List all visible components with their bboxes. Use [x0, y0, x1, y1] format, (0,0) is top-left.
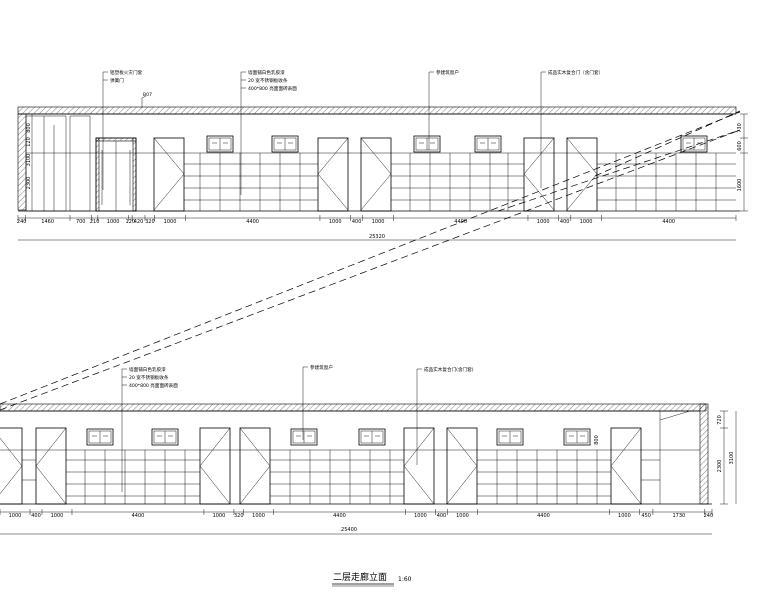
lower-door	[199, 427, 231, 505]
lower-dimension-label: 1000	[456, 513, 469, 519]
drawing-scale: 1:60	[398, 576, 412, 583]
lower-dimension-label: 4400	[132, 513, 145, 519]
lower-ceiling-slab	[0, 403, 707, 412]
lower-door	[0, 427, 23, 505]
upper-left-wall	[17, 113, 27, 211]
upper-label-fire-door: 铝塑板火灾门套	[110, 69, 143, 76]
lower-dimension-label: 320	[234, 513, 244, 519]
upper-elevation: 铝塑板火灾门套 弹簧门 墙面铺白色乳胶漆 20 宽不锈钢板收条 400*800 …	[17, 69, 748, 241]
lower-window	[563, 428, 591, 446]
upper-dimension-label: 1460	[41, 219, 54, 225]
lower-window	[86, 428, 114, 446]
upper-label-small: B07	[143, 92, 152, 98]
upper-tile-grid	[184, 153, 736, 211]
upper-dimension-label: 1000	[372, 219, 385, 225]
lower-right-wall	[699, 403, 709, 505]
upper-dimension-label: 400	[352, 219, 362, 225]
upper-door	[317, 137, 349, 212]
upper-dimension-label: 1000	[580, 219, 593, 225]
upper-vdim-left: 800	[26, 123, 32, 133]
lower-label-wall-2: 20 宽不锈钢板收条	[129, 374, 169, 381]
upper-vdim-left: 3100	[26, 154, 32, 167]
upper-ceiling-slab	[17, 106, 737, 115]
upper-dimension-label: 120	[126, 219, 136, 225]
upper-window	[206, 135, 234, 153]
upper-dimension-label: 210	[90, 219, 100, 225]
lower-dimension-label: 4400	[333, 513, 346, 519]
upper-vdim: 600	[737, 141, 743, 151]
lower-window	[496, 428, 524, 446]
upper-dimension-label: 1000	[107, 219, 120, 225]
upper-label-window: 参建筑窗户	[436, 69, 459, 76]
lower-dimension-label: 400	[437, 513, 447, 519]
upper-label-wall-1: 墙面铺白色乳胶漆	[248, 69, 285, 76]
lower-label-wall-1: 墙面铺白色乳胶漆	[129, 366, 166, 373]
lower-dimension-label: 4400	[537, 513, 550, 519]
lower-total-dimension: 25400	[341, 527, 357, 533]
upper-dimension-label: 420	[134, 219, 144, 225]
lower-door	[610, 427, 642, 505]
lower-door	[403, 427, 435, 505]
upper-total-dimension: 25320	[369, 234, 385, 240]
lower-vdim: 3100	[729, 452, 735, 465]
lower-dimension-label: 240	[704, 513, 714, 519]
upper-label-wall-3: 400*800 亮面面砖表面	[248, 85, 297, 92]
lower-tile-grid	[22, 450, 660, 504]
upper-dimension-label: 1000	[537, 219, 550, 225]
lower-dimension-label: 1000	[51, 513, 64, 519]
upper-window	[474, 135, 502, 153]
upper-label-door: 成品实木复合门（含门套）	[548, 69, 603, 76]
upper-label-wall-2: 20 宽不锈钢板收条	[248, 77, 288, 84]
upper-dimension-label: 320	[145, 219, 155, 225]
upper-dimension-label: 4400	[662, 219, 675, 225]
lower-label-wall-3: 400*800 亮面面砖表面	[129, 382, 178, 389]
lower-door	[239, 427, 271, 505]
lower-dimension-label: 1000	[252, 513, 265, 519]
upper-door	[153, 137, 185, 212]
upper-door	[566, 137, 598, 212]
lower-window	[290, 428, 318, 446]
upper-vdim: 1600	[737, 179, 743, 192]
lower-door	[35, 427, 67, 505]
upper-vdim: 730	[737, 123, 743, 133]
upper-vdim-left: 120	[26, 137, 32, 147]
upper-vdim-left: 2300	[26, 177, 32, 190]
lower-label-window: 参建筑窗户	[310, 364, 333, 371]
upper-door	[360, 137, 392, 212]
lower-label-door: 成品实木复合门(含门套)	[424, 366, 474, 373]
upper-window	[413, 135, 441, 153]
upper-window	[271, 135, 299, 153]
lower-door	[446, 427, 478, 505]
lower-vdim: 800	[594, 435, 600, 445]
lower-dimension-label: 1000	[213, 513, 226, 519]
lower-window	[358, 428, 386, 446]
lower-dimension-label: 450	[641, 513, 651, 519]
upper-dimension-label: 700	[76, 219, 86, 225]
lower-vdim: 720	[717, 415, 723, 425]
lower-dimension-label: 400	[31, 513, 41, 519]
upper-label-fire-door-2: 弹簧门	[110, 77, 124, 84]
upper-dimension-label: 4400	[246, 219, 259, 225]
lower-dimension-label: 1000	[414, 513, 427, 519]
lower-vdim: 2300	[717, 460, 723, 473]
upper-dimension-label: 1000	[329, 219, 342, 225]
lower-dimension-label: 1000	[618, 513, 631, 519]
upper-dimension-label: 1000	[164, 219, 177, 225]
lower-dimension-label: 1000	[9, 513, 22, 519]
upper-door	[523, 137, 555, 212]
lower-dimension-label: 1730	[672, 513, 685, 519]
drawing-title: 二层走廊立面	[333, 571, 387, 583]
lower-elevation: 墙面铺白色乳胶漆 20 宽不锈钢板收条 400*800 亮面面砖表面 参建筑窗户…	[0, 364, 737, 535]
upper-dimension-label: 240	[17, 219, 27, 225]
upper-dimension-label: 400	[560, 219, 570, 225]
lower-window	[151, 428, 179, 446]
